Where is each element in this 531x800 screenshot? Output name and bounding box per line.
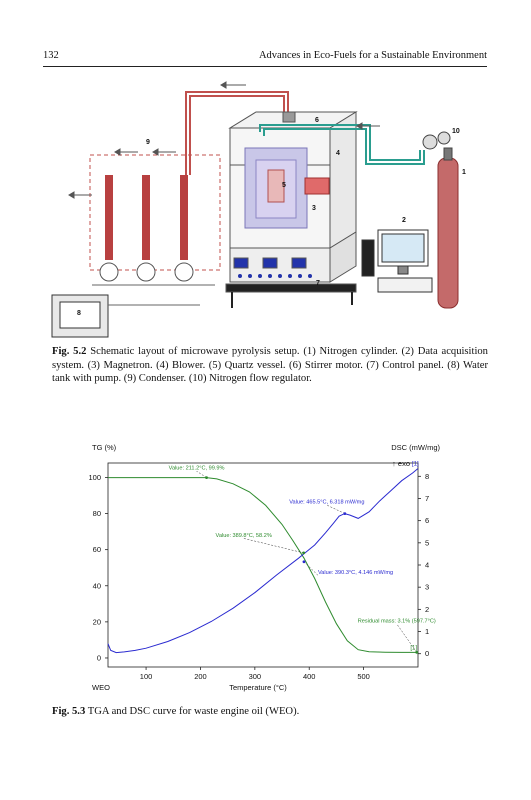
annotation-label-2: Value: 465.5°C, 6.318 mW/mg xyxy=(289,500,364,506)
dsc-curve xyxy=(107,468,419,654)
sample-label: WEO xyxy=(92,683,110,692)
x-tick-label-0: 100 xyxy=(140,672,153,681)
annotation-point-2 xyxy=(343,512,347,516)
callout-5: 5 xyxy=(282,182,286,189)
x-tick-label-1: 200 xyxy=(194,672,207,681)
flow-regulator xyxy=(422,131,451,150)
data-acquisition-computer xyxy=(361,229,433,293)
dsc-end-marker: [1] xyxy=(412,462,419,468)
annotation-label-0: Value: 211.2°C, 99.9% xyxy=(169,466,225,472)
y2-tick-label-1: 1 xyxy=(425,627,429,636)
vapor-outlet-tube xyxy=(185,91,289,175)
y2-tick-label-3: 3 xyxy=(425,583,429,592)
page-number: 132 xyxy=(43,50,59,61)
callout-9: 9 xyxy=(146,139,150,146)
callout-labels: 1 2 3 4 5 6 7 8 9 10 xyxy=(77,117,466,317)
flow-arrows-condenser xyxy=(68,148,176,199)
annotation-leader-4 xyxy=(396,623,417,653)
y2-tick-label-6: 6 xyxy=(425,516,429,525)
annotation-label-3: Value: 390.3°C, 4.146 mW/mg xyxy=(318,570,393,576)
annotation-point-4 xyxy=(415,650,419,654)
y-tick-label-2: 40 xyxy=(93,581,101,590)
y2-tick-label-0: 0 xyxy=(425,649,429,658)
annotation-leader-1 xyxy=(243,538,304,554)
caption-text: Schematic layout of microwave pyrolysis … xyxy=(52,346,488,385)
tg-curve xyxy=(108,477,417,653)
y2-tick-label-2: 2 xyxy=(425,605,429,614)
control-panel-cabinet xyxy=(225,231,357,308)
x-tick-label-3: 400 xyxy=(303,672,316,681)
x-tick-label-2: 300 xyxy=(249,672,262,681)
x-axis-title: Temperature (°C) xyxy=(229,683,287,692)
plot-frame xyxy=(107,462,419,668)
figure-label: Fig. 5.2 xyxy=(52,346,87,357)
annotation-point-3 xyxy=(302,560,306,564)
running-title: Advances in Eco-Fuels for a Sustainable … xyxy=(258,50,487,61)
annotation-leader-3 xyxy=(303,561,319,576)
nitrogen-cylinder xyxy=(437,147,459,309)
x-tick-label-4: 500 xyxy=(357,672,370,681)
y2-tick-label-4: 4 xyxy=(425,561,429,570)
figure-caption: Fig. 5.2 Schematic layout of microwave p… xyxy=(52,345,488,386)
y-tick-label-5: 100 xyxy=(88,473,101,482)
y-tick-label-1: 20 xyxy=(93,617,101,626)
y-tick-label-3: 60 xyxy=(93,545,101,554)
y2-axis-title: DSC (mW/mg) xyxy=(391,443,440,452)
figure-caption-tga: Fig. 5.3 TGA and DSC curve for waste eng… xyxy=(52,705,488,719)
y-tick-label-4: 80 xyxy=(93,509,101,518)
y2-tick-label-5: 5 xyxy=(425,538,429,547)
caption-text-tga: TGA and DSC curve for waste engine oil (… xyxy=(87,706,300,717)
header-rule xyxy=(43,66,487,67)
exo-label: ↑ exo xyxy=(392,459,410,468)
nitrogen-line xyxy=(259,124,425,165)
plot-area: 100200300400500020406080100012345678[1][… xyxy=(88,462,435,681)
annotation-point-0 xyxy=(205,476,208,480)
pyrolysis-setup-schematic: 1 2 3 4 5 6 7 8 9 10 xyxy=(51,81,466,338)
water-tank xyxy=(51,294,200,338)
callout-6: 6 xyxy=(315,117,319,124)
running-header: 132 Advances in Eco-Fuels for a Sustaina… xyxy=(43,50,487,64)
y2-tick-label-8: 8 xyxy=(425,472,429,481)
annotation-label-1: Value: 389.8°C, 58.2% xyxy=(216,533,272,539)
callout-3: 3 xyxy=(312,205,316,212)
microwave-cabinet xyxy=(228,111,358,249)
annotation-leader-0 xyxy=(196,470,207,478)
callout-1: 1 xyxy=(462,169,466,176)
callout-10: 10 xyxy=(452,128,460,135)
y-tick-label-0: 0 xyxy=(97,653,101,662)
flow-arrow-nitrogen xyxy=(356,122,380,130)
condenser-array xyxy=(89,154,221,286)
callout-4: 4 xyxy=(336,150,340,157)
callout-7: 7 xyxy=(316,280,320,287)
y-axis-title: TG (%) xyxy=(92,443,117,452)
figure-label-tga: Fig. 5.3 xyxy=(52,706,86,717)
annotation-label-4: Residual mass: 3.1% (597.7°C) xyxy=(358,618,436,624)
callout-8: 8 xyxy=(77,310,81,317)
flow-arrow-top xyxy=(220,81,246,89)
annotation-point-1 xyxy=(302,551,306,555)
tga-dsc-chart: TG (%) DSC (mW/mg) ↑ exo Temperature (°C… xyxy=(88,443,440,692)
annotation-leader-2 xyxy=(326,504,345,514)
y2-tick-label-7: 7 xyxy=(425,494,429,503)
callout-2: 2 xyxy=(402,217,406,224)
